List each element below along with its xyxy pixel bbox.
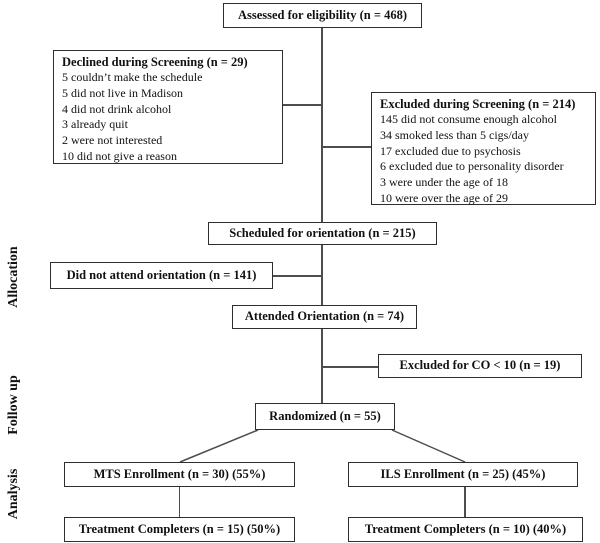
box-excluded-during-screening: Excluded during Screening (n = 214) 145 …	[371, 92, 596, 205]
box-declined-during-screening: Declined during Screening (n = 29) 5 cou…	[53, 50, 283, 164]
exclusion-reason: 3 were under the age of 18	[380, 175, 508, 190]
exclusion-reason: 34 smoked less than 5 cigs/day	[380, 127, 529, 142]
box-title: Scheduled for orientation (n = 215)	[229, 225, 416, 240]
box-title: Randomized (n = 55)	[269, 408, 381, 423]
declined-reason: 5 couldn’t make the schedule	[62, 70, 203, 84]
connector-ils-to-completers	[464, 487, 466, 517]
connector-assessed-to-scheduled	[321, 28, 323, 222]
box-title: Treatment Completers (n = 15) (50%)	[78, 521, 281, 536]
connector-branch-excluded-screening	[322, 146, 371, 148]
box-title: Did not attend orientation (n = 141)	[66, 267, 257, 282]
declined-reason: 5 did not live in Madison	[62, 85, 183, 100]
declined-reason: 4 did not drink alcohol	[62, 101, 172, 116]
box-ils-enrollment: ILS Enrollment (n = 25) (45%)	[348, 462, 578, 487]
box-randomized: Randomized (n = 55)	[255, 403, 395, 430]
box-did-not-attend-orientation: Did not attend orientation (n = 141)	[50, 262, 273, 289]
box-title: Attended Orientation (n = 74)	[244, 309, 405, 324]
exclusion-reason: 6 excluded due to personality disorder	[380, 159, 564, 174]
box-excluded-for-co: Excluded for CO < 10 (n = 19)	[378, 354, 582, 378]
declined-reason: 3 already quit	[62, 117, 128, 132]
box-assessed-eligibility: Assessed for eligibility (n = 468)	[223, 3, 422, 28]
box-mts-enrollment: MTS Enrollment (n = 30) (55%)	[64, 462, 295, 487]
exclusion-reason: 145 did not consume enough alcohol	[380, 112, 557, 126]
diagonal-connector-left	[179, 429, 259, 463]
section-label-analysis: Analysis	[6, 468, 21, 520]
box-scheduled-for-orientation: Scheduled for orientation (n = 215)	[208, 222, 437, 245]
connector-branch-excluded-co	[322, 366, 378, 368]
section-label-allocation: Allocation	[6, 246, 21, 308]
box-title: Declined during Screening (n = 29)	[62, 55, 248, 69]
box-mts-treatment-completers: Treatment Completers (n = 15) (50%)	[64, 517, 295, 542]
box-title: Excluded for CO < 10 (n = 19)	[399, 358, 561, 373]
box-title: MTS Enrollment (n = 30) (55%)	[93, 466, 266, 481]
box-ils-treatment-completers: Treatment Completers (n = 10) (40%)	[348, 517, 583, 542]
box-title: Treatment Completers (n = 10) (40%)	[364, 521, 567, 536]
declined-reason: 10 did not give a reason	[62, 148, 177, 163]
connector-branch-did-not-attend	[273, 275, 322, 277]
connector-scheduled-to-attended	[321, 245, 323, 305]
exclusion-reason: 17 excluded due to psychosis	[380, 143, 521, 158]
connector-mts-to-completers	[178, 487, 180, 517]
diagonal-connector-right	[391, 429, 466, 463]
box-title: Excluded during Screening (n = 214)	[380, 97, 576, 111]
connector-branch-declined	[283, 104, 322, 106]
box-attended-orientation: Attended Orientation (n = 74)	[232, 305, 417, 329]
exclusion-reason: 10 were over the age of 29	[380, 190, 508, 205]
box-title: ILS Enrollment (n = 25) (45%)	[380, 466, 546, 481]
declined-reason: 2 were not interested	[62, 133, 163, 148]
box-title: Assessed for eligibility (n = 468)	[237, 7, 408, 22]
